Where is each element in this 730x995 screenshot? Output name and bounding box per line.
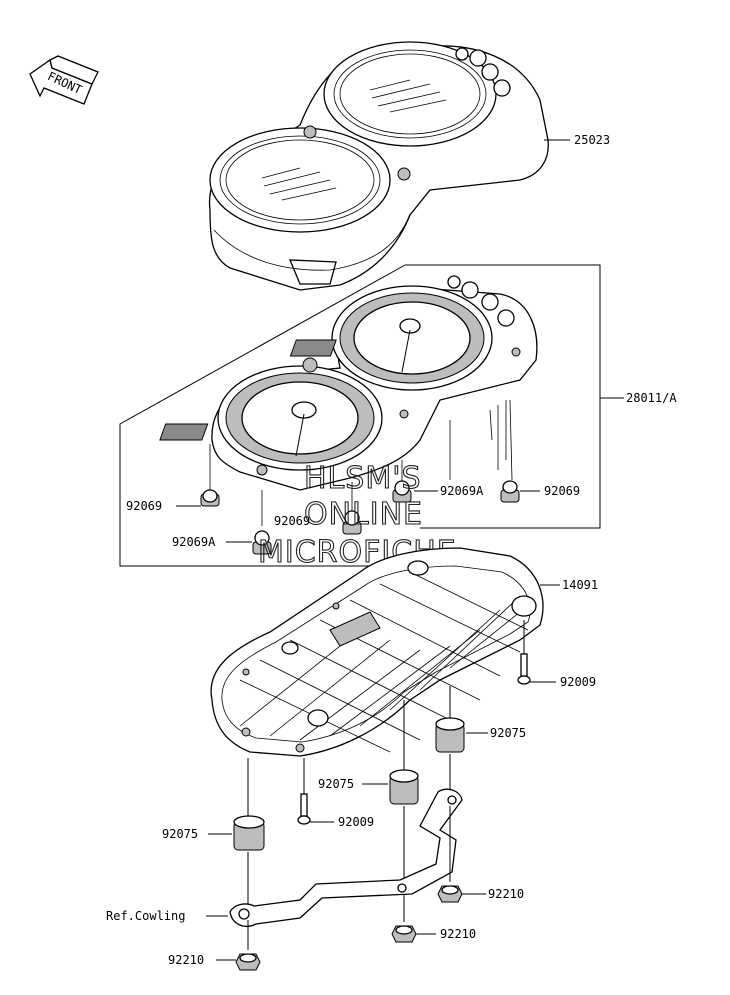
screw-92009-mid: [297, 758, 311, 825]
callout-92075-mid: 92075: [318, 777, 354, 791]
callout-92075-left: 92075: [162, 827, 198, 841]
watermark: HLSM'S ONLINE MICROFICHE: [257, 460, 456, 570]
meter-case-cover: [208, 41, 549, 291]
meter-lower-case: [210, 547, 544, 757]
nut-92210-mid: [391, 894, 417, 943]
damper-92075-left: [233, 758, 265, 908]
callout-92210-mid: 92210: [440, 927, 476, 941]
front-arrow-icon: FRONT: [29, 55, 99, 105]
watermark-line2: ONLINE: [304, 497, 423, 532]
meter-assembly: [159, 275, 538, 526]
nut-92210-left: [235, 920, 261, 971]
grommet-92069a-right: [392, 480, 412, 503]
damper-92075-right: [435, 686, 465, 796]
grommet-92069-mid: [342, 510, 362, 535]
grommet-92069-left: [200, 489, 220, 507]
callout-25023: 25023: [574, 133, 610, 147]
watermark-line1: HLSM'S: [304, 461, 422, 496]
callout-28011a: 28011/A: [626, 391, 677, 405]
grommet-92069a-left: [252, 530, 272, 555]
callout-ref-cowling: Ref.Cowling: [106, 909, 185, 923]
callout-14091: 14091: [562, 578, 598, 592]
callout-92069-mid: 92069: [274, 514, 310, 528]
screw-92009-right: [517, 620, 531, 685]
callout-92210-right: 92210: [488, 887, 524, 901]
callout-92069-left: 92069: [126, 499, 162, 513]
grommet-92069-right: [500, 480, 520, 503]
mounting-stay: [229, 788, 463, 927]
callout-92009-right: 92009: [560, 675, 596, 689]
damper-92075-mid: [389, 700, 419, 888]
callout-92069-right: 92069: [544, 484, 580, 498]
callout-92009-mid: 92009: [338, 815, 374, 829]
callout-92069a-right: 92069A: [440, 484, 484, 498]
callout-92069a-left: 92069A: [172, 535, 216, 549]
callout-92210-left: 92210: [168, 953, 204, 967]
callout-92075-right: 92075: [490, 726, 526, 740]
nut-92210-right: [437, 806, 463, 903]
